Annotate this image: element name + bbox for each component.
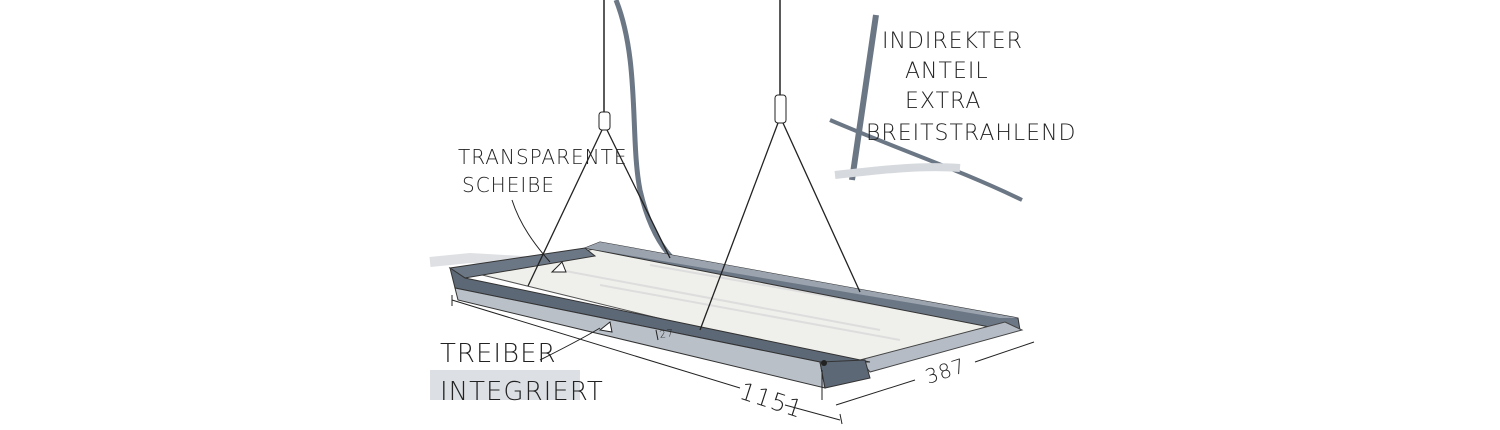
suspension-holder [598, 111, 611, 131]
label-indirect-3: EXTRA [905, 89, 981, 114]
suspension-wire [699, 122, 779, 331]
label-pane-2: SCHEIBE [462, 173, 555, 197]
dimension-lines [451, 295, 1035, 425]
front-bar-end [819, 359, 871, 389]
clip-icon [598, 321, 613, 333]
dimension-length: 1151 [736, 377, 807, 424]
screw [821, 360, 827, 366]
leader-arrow [511, 199, 551, 263]
leader-arrow [539, 327, 601, 361]
dimension-height: 27 [659, 328, 675, 341]
label-driver-1: TREIBER [440, 339, 557, 369]
suspension-wire [527, 129, 603, 287]
suspension-holder [774, 94, 787, 124]
label-indirect-2: ANTEIL [905, 59, 989, 84]
suspension-wire [782, 122, 861, 293]
indirect-light-stroke [834, 163, 961, 179]
label-indirect-4: BREITSTRAHLEND [866, 121, 1076, 146]
dimension-width: 387 [922, 353, 969, 389]
clip-icon [550, 261, 567, 273]
marker-highlight [430, 370, 580, 400]
label-driver-2: INTEGRIERT [440, 377, 604, 407]
indirect-light-stroke [849, 14, 879, 181]
back-bar-top [585, 242, 1018, 318]
indirect-light-stroke [829, 118, 1023, 202]
label-pane-1: TRANSPARENTE [458, 145, 627, 169]
suspension-wire [606, 129, 671, 259]
label-indirect-1: INDIREKTER [882, 29, 1023, 54]
power-cable [613, 0, 674, 260]
